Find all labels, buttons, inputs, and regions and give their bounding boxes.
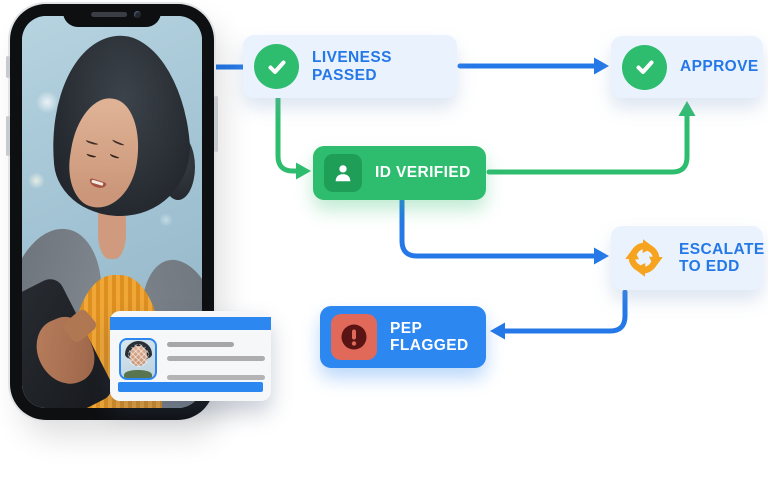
node-id-verified: ID VERIFIED [313, 146, 486, 200]
arrowhead-icon [678, 101, 696, 116]
id-card-text-line [167, 375, 265, 380]
node-pep-flagged: PEP FLAGGED [320, 306, 486, 368]
cycle-arrows-icon [622, 239, 666, 280]
id-card-top-bar [110, 317, 271, 330]
id-card-text-line [167, 342, 234, 347]
eye [109, 152, 120, 160]
eyebrow [85, 138, 99, 147]
node-label: LIVENESS PASSED [312, 49, 392, 84]
arrowhead-icon [594, 57, 609, 75]
node-label: ID VERIFIED [375, 164, 471, 182]
face-mesh-overlay [127, 343, 149, 368]
id-card-photo [119, 338, 157, 380]
eye [85, 152, 97, 159]
id-card [110, 311, 271, 401]
arrowhead-icon [490, 322, 505, 340]
arrowhead-icon [594, 247, 609, 265]
teeth [90, 180, 103, 187]
id-card-text-line [167, 356, 265, 361]
edge-liveness-to-idverified [275, 96, 299, 174]
edge-escalate-to-pep [502, 289, 628, 334]
photo-shirt [123, 369, 153, 378]
front-camera-icon [134, 11, 141, 18]
smiling-mouth [87, 178, 106, 191]
node-label: ESCALATE TO EDD [679, 240, 765, 275]
phone-volume-button [6, 116, 10, 156]
edge-idverified-to-escalate [399, 198, 597, 259]
eyebrow [110, 137, 125, 147]
edge-idverified-to-approve [486, 113, 690, 175]
node-label: PEP FLAGGED [390, 319, 469, 354]
check-circle-icon [254, 44, 299, 89]
id-person-icon [324, 154, 362, 192]
node-liveness-passed: LIVENESS PASSED [243, 35, 457, 98]
arrowhead-icon [296, 162, 311, 180]
node-approve: APPROVE [611, 36, 763, 98]
node-escalate-to-edd: ESCALATE TO EDD [611, 226, 765, 290]
phone-volume-button [6, 56, 10, 78]
alert-icon [331, 314, 377, 360]
phone-notch [63, 4, 161, 27]
id-card-bottom-bar [118, 382, 263, 392]
phone-speaker [91, 12, 128, 17]
phone-power-button [214, 96, 218, 152]
check-circle-icon [622, 44, 667, 90]
node-label: APPROVE [680, 58, 759, 76]
